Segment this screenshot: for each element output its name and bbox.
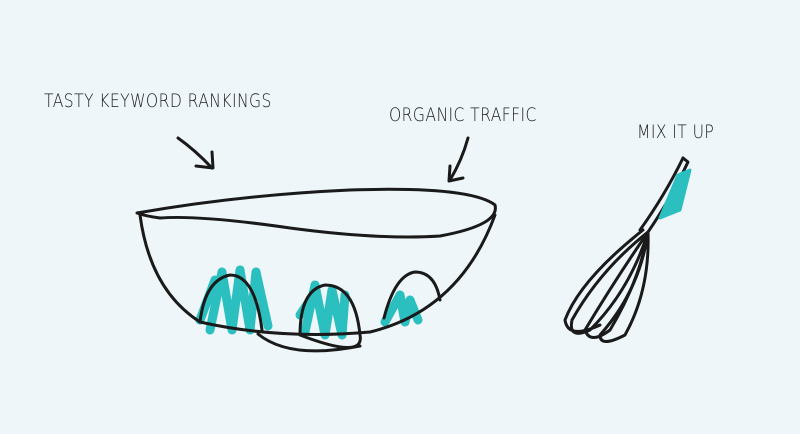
arrow-icon <box>176 136 215 170</box>
label-organic-traffic: ORGANIC TRAFFIC <box>389 104 537 126</box>
label-mix-it-up: MIX IT UP <box>637 121 715 143</box>
arrow-icon <box>447 136 470 183</box>
egg-scribbles <box>195 265 423 340</box>
egg-icon <box>198 270 442 353</box>
bowl-icon <box>135 187 497 336</box>
label-keyword-rankings: TASTY KEYWORD RANKINGS <box>44 90 272 112</box>
whisk-icon <box>563 156 692 343</box>
